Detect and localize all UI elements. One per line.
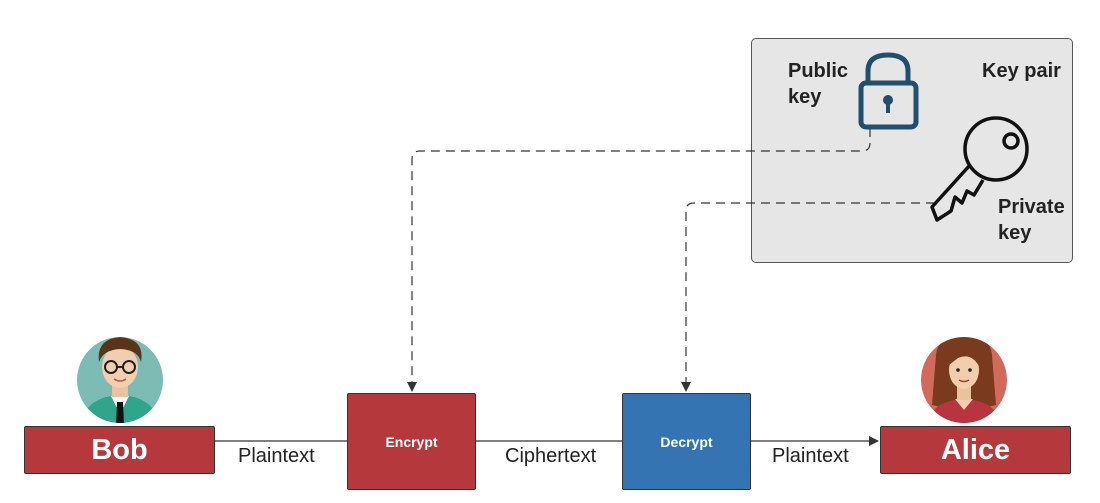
- alice-avatar-icon: [921, 337, 1007, 423]
- private-key-label: Private key: [998, 196, 1065, 244]
- encrypt-node: Encrypt: [347, 393, 476, 490]
- alice-label: Alice: [940, 433, 1011, 466]
- decrypt-label: Decrypt: [660, 433, 713, 450]
- key-pair-panel: [751, 38, 1073, 263]
- encrypt-label: Encrypt: [385, 433, 438, 450]
- bob-node: Bob: [24, 426, 215, 474]
- key-pair-title: Key pair: [982, 60, 1061, 82]
- decrypt-node: Decrypt: [622, 393, 751, 490]
- public-key-label: Public key: [788, 60, 849, 108]
- padlock-icon: [858, 52, 919, 130]
- plaintext-in-label: Plaintext: [238, 445, 315, 467]
- alice-node: Alice: [880, 426, 1071, 474]
- bob-avatar-icon: [77, 337, 163, 423]
- bob-label: Bob: [91, 433, 148, 466]
- key-icon: [930, 116, 1029, 222]
- ciphertext-label: Ciphertext: [505, 445, 597, 467]
- plaintext-out-label: Plaintext: [772, 445, 849, 467]
- private-key-path: [681, 202, 935, 392]
- public-key-path: [407, 128, 871, 392]
